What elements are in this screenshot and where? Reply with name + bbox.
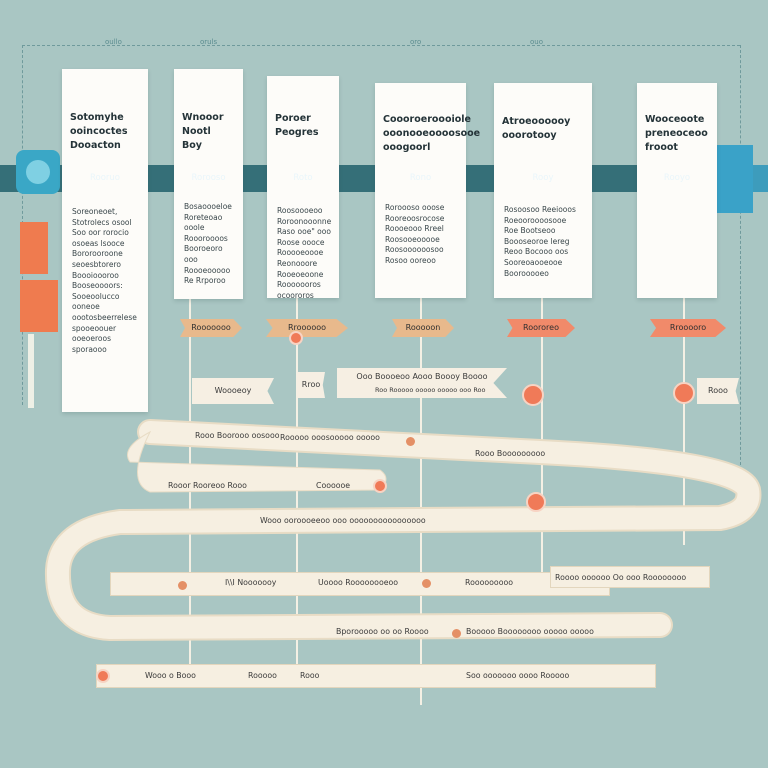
card-body: Roosoooeoo Roroonooonne Raso ooe" ooo Ro… [277, 206, 332, 300]
node-icon [422, 579, 431, 588]
timeline-node [673, 382, 695, 404]
connector-line [683, 215, 685, 545]
band-shade [339, 165, 375, 192]
flag-label: Woooeoy [192, 378, 274, 404]
timeline-card: Sotomyhe ooincoctes Dooacton Soreoneoet,… [62, 69, 148, 412]
ribbon-text: Uoooo Roooooooeoo [318, 578, 399, 587]
ribbon-text: Bporooooo oo oo Roooo [336, 627, 429, 636]
band-label: Rooy [532, 173, 554, 183]
ribbon-text: Rooo Boorooo oosooo [195, 431, 280, 440]
flag-label: Rooo [697, 378, 739, 404]
ribbon-strip [96, 664, 656, 688]
card-body: Roroooso ooose Rooreoosrocose Roooeooo R… [385, 203, 445, 265]
card-title: Wooceoote preneoceoo frooot [645, 114, 708, 153]
axis-label-3: oro [410, 38, 422, 46]
connector-line [420, 295, 422, 705]
ribbon-text: Rooooooooo [465, 578, 513, 587]
card-body: Rosoosoo Reeiooos Roeooroooosooe Roe Boo… [504, 205, 576, 278]
band-shade [243, 165, 267, 192]
ribbon-text: Wooo o Booo [145, 671, 196, 680]
flag-label: Rroo [297, 372, 325, 398]
ribbon-text: I\\I Nooooooy [225, 578, 277, 587]
timeline-node [522, 384, 544, 406]
timeline-card: Coooroeroooiole ooonooeoooosooe ooogoorl… [375, 83, 481, 298]
flag-subtext: Roo Rooooo ooooo ooooo ooo Roo [375, 386, 486, 394]
orange-marker [20, 280, 58, 332]
band-label: Rooruo [89, 173, 120, 183]
clock-icon [26, 160, 50, 184]
card-body: Soreoneoet, Stotrolecs osool Soo oor ror… [72, 207, 137, 354]
card-title: Poroer Peogres [275, 113, 319, 138]
clock-badge [16, 150, 60, 194]
band-shade [466, 165, 494, 192]
ribbon-text: Rooo [300, 671, 320, 680]
ribbon-text: Rooo Booooooooo [475, 449, 546, 458]
ribbon-text: Roooo oooooo Oo ooo Roooooooo [555, 573, 687, 582]
card-title: Wnooor Nootl Boy [182, 112, 224, 151]
arrow-tag: Rooooon [392, 319, 454, 337]
arrow-tag: Rrooooro [650, 319, 726, 337]
axis-label-1: oullo [105, 38, 122, 46]
timeline-node [289, 331, 303, 345]
axis-label-4: ouo [530, 38, 544, 46]
axis-label-2: oruls [200, 38, 218, 46]
timeline-node [526, 492, 546, 512]
timeline-card: Atroeoooooy ooorotooy Rosoosoo Reeiooos … [494, 83, 592, 298]
flag-label: Ooo Boooeoo Aooo Boooy Boooo [337, 368, 507, 398]
arrow-tag: Rooooooo [180, 319, 242, 337]
arrow-tag: Roororeo [507, 319, 575, 337]
ribbon-text: Rooor Rooreoo Rooo [168, 481, 247, 490]
timeline-card: Wooceoote preneoceoo frooot [637, 83, 717, 298]
flag-title: Ooo Boooeoo Aooo Boooy Boooo [356, 372, 488, 381]
arrow-tag: Rroooooo [266, 319, 348, 337]
node-icon [452, 629, 461, 638]
ribbon-text: Wooo ooroooeeoo ooo oooooooooooooooo [260, 516, 426, 525]
band-label: Rono [409, 173, 432, 183]
band-shade [592, 165, 637, 192]
right-axis-line [740, 45, 741, 475]
band-end-block [717, 145, 753, 213]
card-title: Sotomyhe ooincoctes Dooacton [70, 112, 128, 151]
timeline-card: Wnooor Nootl Boy Bosaoooeloe Roreteoao o… [174, 69, 243, 299]
node-icon [406, 437, 415, 446]
band-label: Rooyo [663, 173, 691, 183]
card-body: Bosaoooeloe Roreteoao ooole Roooroooos B… [184, 202, 232, 286]
node-icon [178, 581, 187, 590]
band-label: Roto [293, 173, 313, 183]
ribbon-strip [110, 572, 610, 596]
band-shade [148, 165, 174, 192]
ribbon-strip [550, 566, 710, 588]
ribbon-text: Soo ooooooo oooo Rooooo [466, 671, 570, 680]
top-axis-line [22, 45, 740, 46]
ribbon-text: Coooooe [316, 481, 351, 490]
band-label: Rorooso [191, 173, 226, 183]
timeline-node [96, 669, 110, 683]
ribbon-text: Booooo Boooooooo ooooo ooooo [466, 627, 594, 636]
ribbon-text: Rooooo [248, 671, 277, 680]
timeline-card: Poroer Peogres Roosoooeoo Roroonooonne R… [267, 76, 339, 300]
orange-marker [20, 222, 48, 274]
marker-stem [28, 334, 34, 408]
card-title: Coooroeroooiole ooonooeoooosooe ooogoorl [383, 114, 481, 153]
ribbon-text: Rooooo ooosooooo ooooo [280, 433, 380, 442]
card-title: Atroeoooooy ooorotooy [502, 116, 571, 141]
timeline-node [373, 479, 387, 493]
